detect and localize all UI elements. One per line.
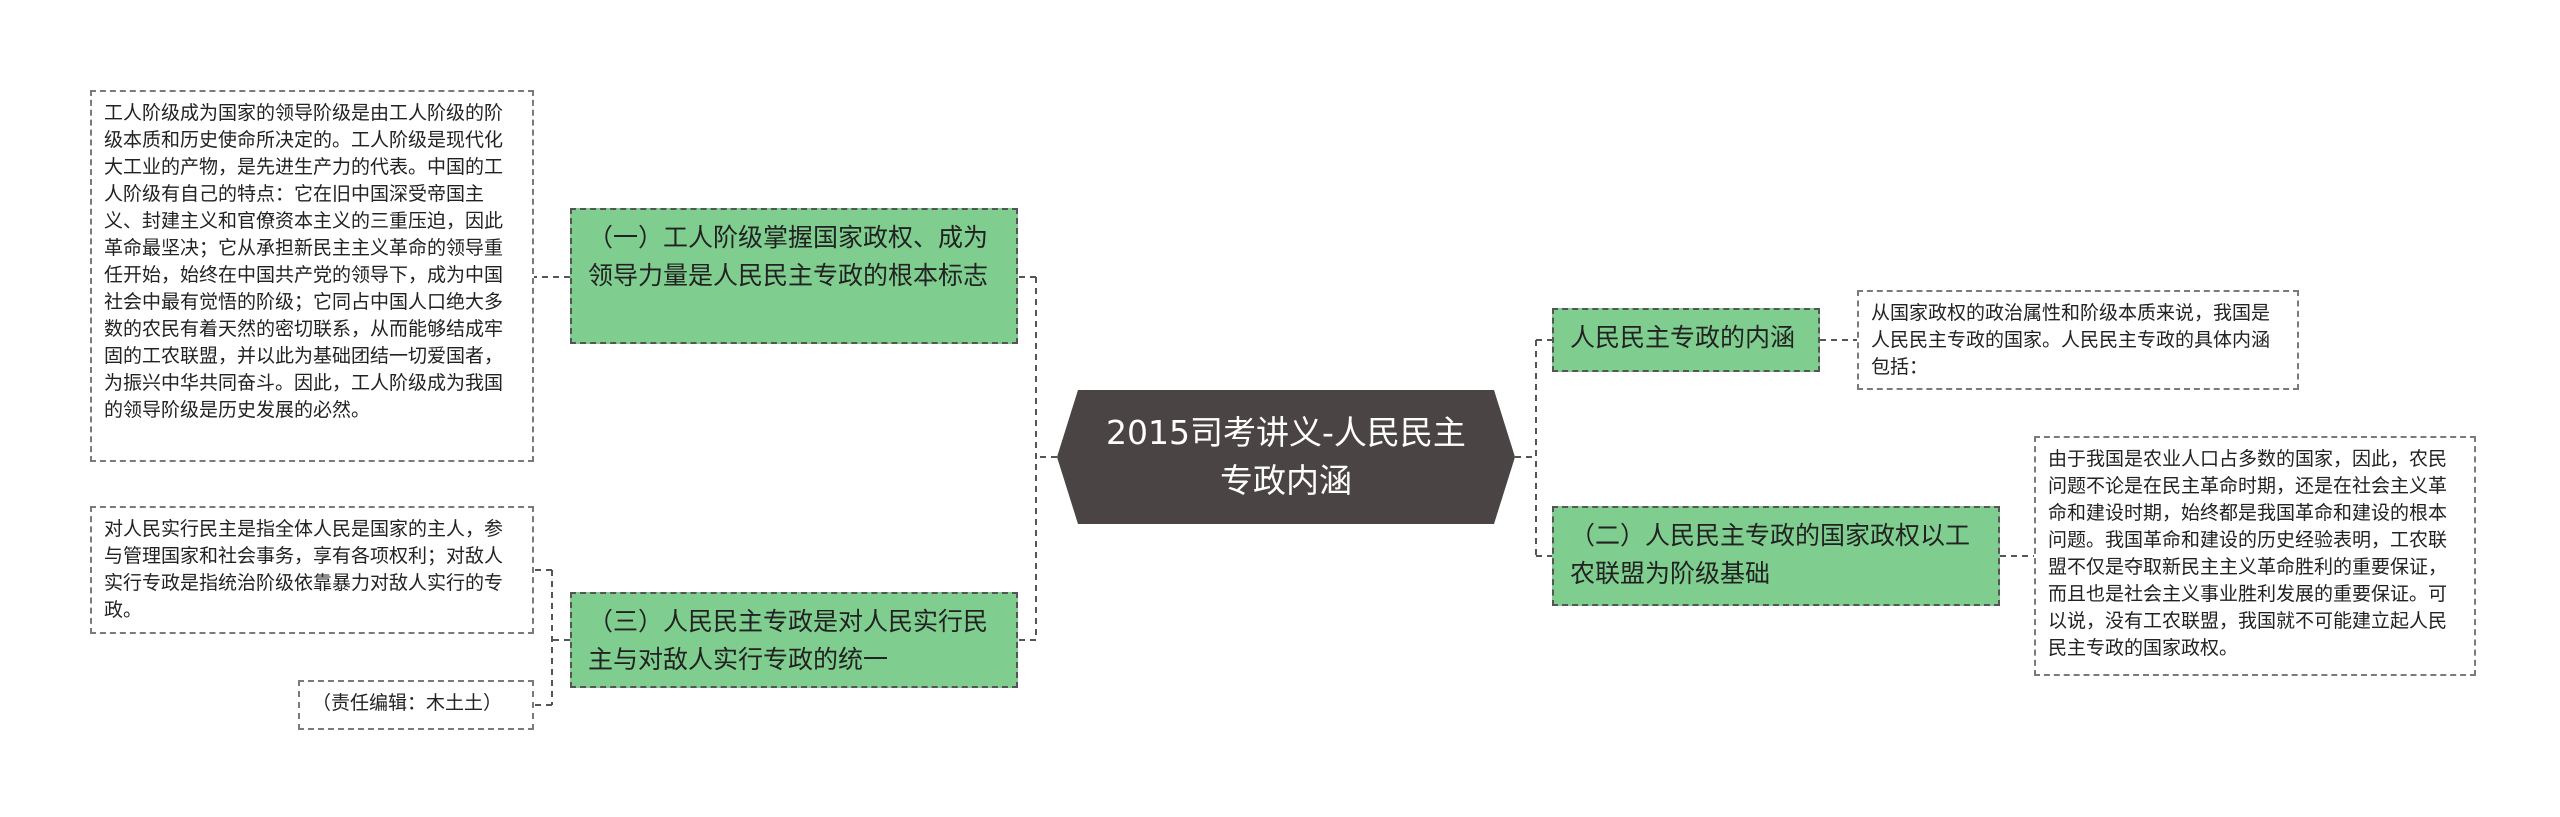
branch-label: 人民民主专政的内涵 — [1570, 323, 1796, 352]
connector-left-bottom-details — [534, 569, 570, 706]
connector-central-right — [1515, 339, 1552, 557]
connector-central-left — [1018, 276, 1057, 641]
detail-text: 由于我国是农业人口占多数的国家，因此，农民问题不论是在民主革命时期，还是在社会主… — [2048, 448, 2448, 659]
detail-working-class-leadership[interactable]: 工人阶级成为国家的领导阶级是由工人阶级的阶级本质和历史使命所决定的。工人阶级是现… — [90, 90, 534, 462]
branch-connotation[interactable]: 人民民主专政的内涵 — [1552, 308, 1820, 372]
branch-label: （二）人民民主专政的国家政权以工农联盟为阶级基础 — [1570, 521, 1971, 588]
branch-worker-peasant-alliance[interactable]: （二）人民民主专政的国家政权以工农联盟为阶级基础 — [1552, 506, 2000, 606]
central-topic[interactable]: 2015司考讲义-人民民主专政内涵 — [1057, 390, 1515, 524]
detail-text: 对人民实行民主是指全体人民是国家的主人，参与管理国家和社会事务，享有各项权利；对… — [104, 518, 504, 621]
branch-label: （三）人民民主专政是对人民实行民主与对敌人实行专政的统一 — [588, 607, 989, 674]
detail-text: 从国家政权的政治属性和阶级本质来说，我国是人民民主专政的国家。人民民主专政的具体… — [1871, 302, 2271, 378]
editor-text: （责任编辑：木土土） — [312, 692, 503, 714]
editor-note[interactable]: （责任编辑：木土土） — [298, 680, 534, 730]
branch-leadership-of-working-class[interactable]: （一）工人阶级掌握国家政权、成为领导力量是人民民主专政的根本标志 — [570, 208, 1018, 344]
detail-text: 工人阶级成为国家的领导阶级是由工人阶级的阶级本质和历史使命所决定的。工人阶级是现… — [104, 102, 504, 421]
central-topic-label: 2015司考讲义-人民民主专政内涵 — [1106, 413, 1466, 500]
branch-democracy-and-dictatorship[interactable]: （三）人民民主专政是对人民实行民主与对敌人实行专政的统一 — [570, 592, 1018, 688]
detail-connotation[interactable]: 从国家政权的政治属性和阶级本质来说，我国是人民民主专政的国家。人民民主专政的具体… — [1857, 290, 2299, 390]
detail-worker-peasant-alliance[interactable]: 由于我国是农业人口占多数的国家，因此，农民问题不论是在民主革命时期，还是在社会主… — [2034, 436, 2476, 676]
detail-democracy-dictatorship[interactable]: 对人民实行民主是指全体人民是国家的主人，参与管理国家和社会事务，享有各项权利；对… — [90, 506, 534, 634]
branch-label: （一）工人阶级掌握国家政权、成为领导力量是人民民主专政的根本标志 — [588, 223, 989, 290]
